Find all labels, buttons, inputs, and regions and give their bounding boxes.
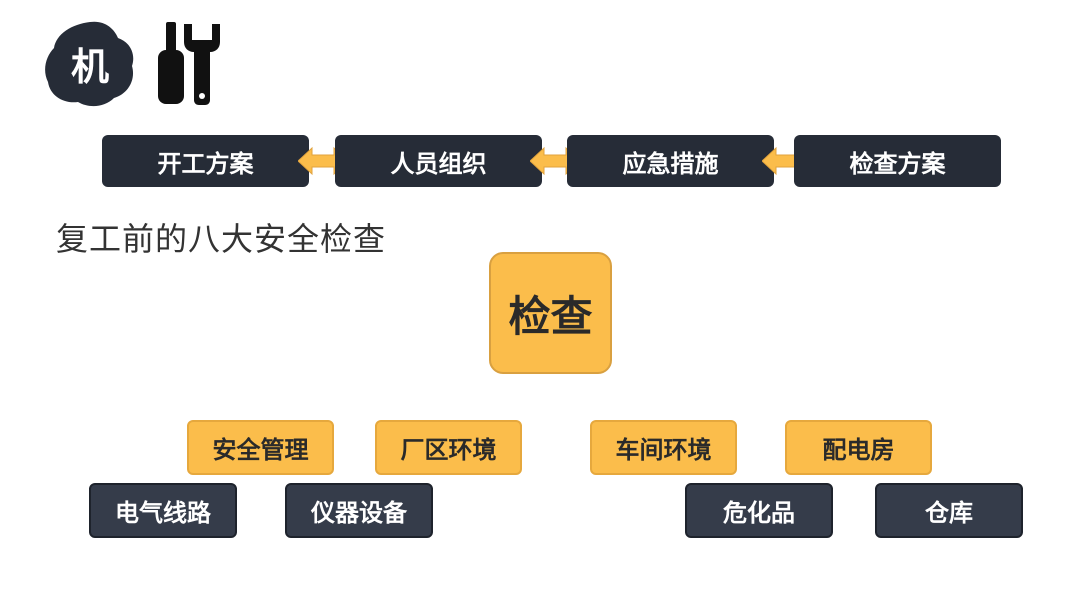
section-subtitle: 复工前的八大安全检查 <box>56 220 387 258</box>
step-emergency-measures: 应急措施 <box>567 135 774 187</box>
category-hazardous-chemicals: 危化品 <box>685 483 833 538</box>
screwdriver-wrench-icon <box>158 22 220 105</box>
category-safety-management: 安全管理 <box>187 420 334 475</box>
step-staff-organization: 人员组织 <box>335 135 542 187</box>
step-inspection-plan: 检查方案 <box>794 135 1001 187</box>
category-warehouse: 仓库 <box>875 483 1023 538</box>
category-power-room: 配电房 <box>785 420 932 475</box>
blob-badge-shape <box>45 21 134 107</box>
center-inspection-box: 检查 <box>489 252 612 374</box>
badge-character: 机 <box>70 44 109 89</box>
step-start-plan: 开工方案 <box>102 135 309 187</box>
category-workshop-environment: 车间环境 <box>590 420 737 475</box>
category-plant-environment: 厂区环境 <box>375 420 522 475</box>
category-instruments-equipment: 仪器设备 <box>285 483 433 538</box>
category-electrical-wiring: 电气线路 <box>89 483 237 538</box>
